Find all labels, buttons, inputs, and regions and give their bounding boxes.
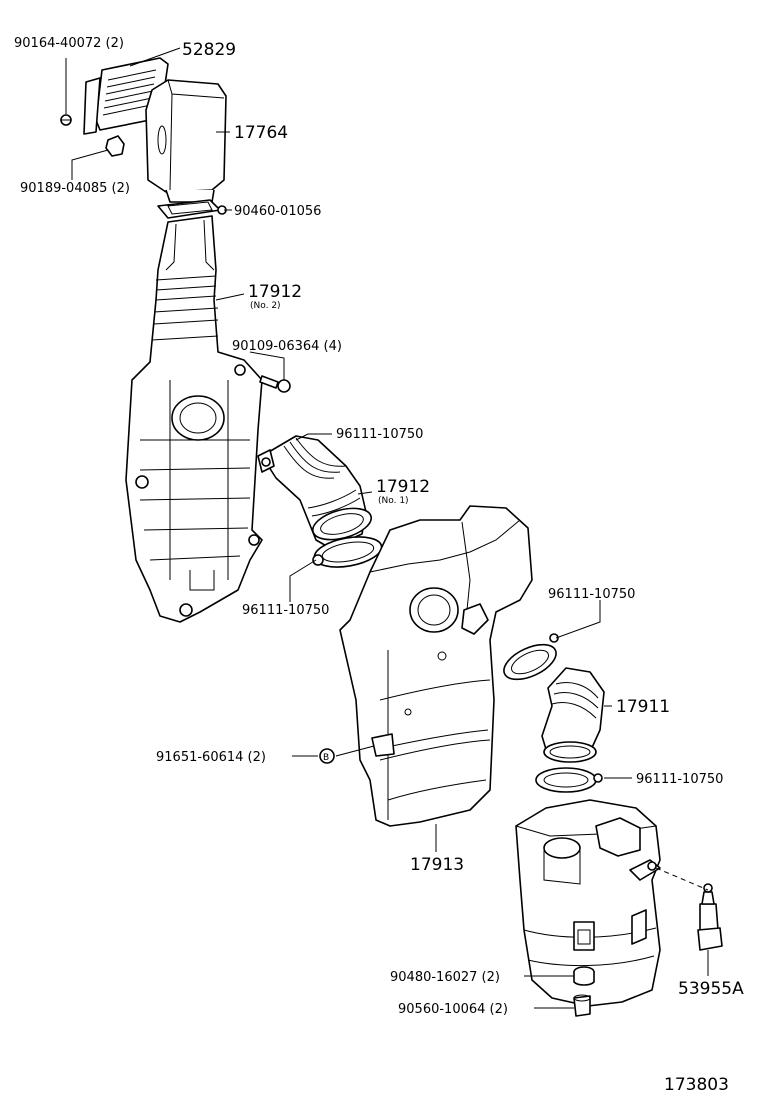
label-17913: 17913 [410,855,464,875]
label-90189: 90189-04085 (2) [20,181,130,196]
svg-text:B: B [323,753,329,763]
hose-17912-no1 [261,435,373,549]
label-53955a: 53955A [678,979,744,999]
label-90164: 90164-40072 (2) [14,36,124,51]
clamp-96111-b [312,536,383,568]
grommet-90480 [573,966,595,986]
air-cleaner-case [515,799,661,1007]
collar-90560 [573,994,591,1017]
label-17911: 17911 [616,697,670,717]
label-17912-no1-sub: (No. 1) [378,496,409,506]
label-91651: 91651-60614 (2) [156,750,266,765]
vsv-53955a [697,883,723,951]
label-90109: 90109-06364 (4) [232,339,342,354]
label-90480: 90480-16027 (2) [390,970,500,985]
marker-91651: B [319,748,335,764]
label-90560: 90560-10064 (2) [398,1002,508,1017]
clamp-96111-a [257,449,275,473]
label-52829: 52829 [182,40,236,60]
clamp-96111-d [535,767,603,793]
label-96111-b: 96111-10750 [242,603,329,618]
bolt-90109 [259,375,291,393]
label-17912-no2: 17912 [248,282,302,302]
resonator-17913 [339,505,533,827]
gasket-90460 [157,199,227,219]
duct-17912-no2 [125,215,263,623]
screw-90164 [60,114,72,126]
label-17912-no1: 17912 [376,477,430,497]
label-17764: 17764 [234,123,288,143]
dashed-connection [655,867,709,891]
clip-90189 [105,135,125,157]
label-96111-c: 96111-10750 [548,587,635,602]
leader-lines [65,47,709,1009]
label-96111-a: 96111-10750 [336,427,423,442]
label-96111-d: 96111-10750 [636,772,723,787]
reference-number: 173803 [664,1075,729,1095]
intake-17764 [145,79,227,203]
hose-17911 [503,633,605,763]
label-90460: 90460-01056 [234,204,321,219]
label-17912-no2-sub: (No. 2) [250,301,281,311]
